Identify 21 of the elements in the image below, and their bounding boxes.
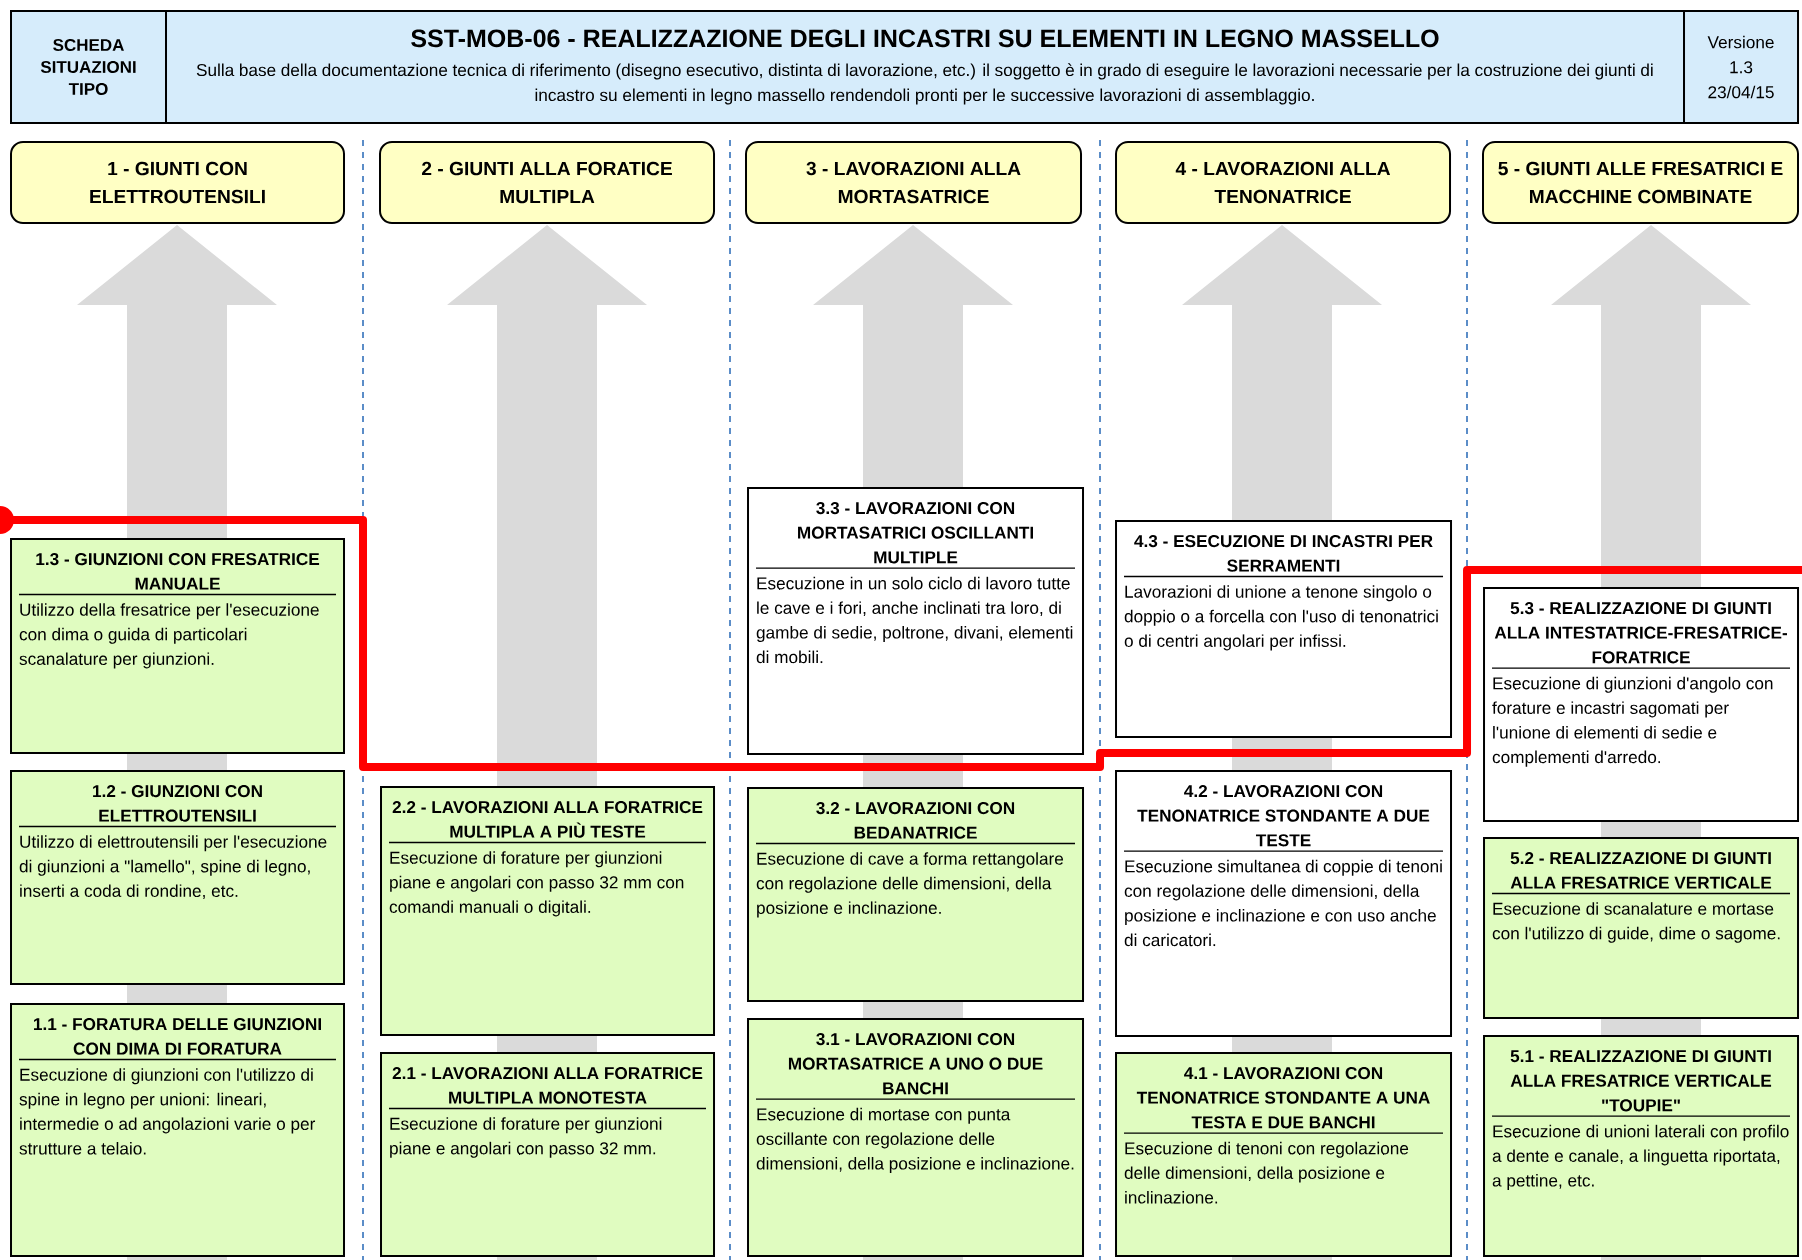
header-cell: Versione 1.3 23/04/15 [1683,10,1799,124]
process-box: 5.3 - REALIZZAZIONE DI GIUNTI ALLA INTESTATRICE-FRESATRICE-FORATRICE Esecuzione di giunzioni d'angolo con forature e incastri sagomati per l'unione di elementi di sedie e complementi d'arredo. [1483,587,1799,822]
process-box: 2.1 - LAVORAZIONI ALLA FORATRICE MULTIPLA MONOTESTA Esecuzione di forature per giunzioni piane e angolari con passo 32 mm. [380,1052,715,1257]
header-cell: SCHEDA SITUAZIONI TIPO [10,10,167,124]
column-header: 3 - LAVORAZIONI ALLA MORTASATRICE [745,141,1082,224]
process-box: 5.1 - REALIZZAZIONE DI GIUNTI ALLA FRESATRICE VERTICALE "TOUPIE" Esecuzione di unioni laterali con profilo a dente e canale, a linguetta riportata, a pettine, etc. [1483,1035,1799,1257]
process-box: 2.2 - LAVORAZIONI ALLA FORATRICE MULTIPLA A PIÙ TESTE Esecuzione di forature per giunzioni piane e angolari con passo 32 mm con comandi manuali o digitali. [380,786,715,1036]
column-header: 5 - GIUNTI ALLE FRESATRICI E MACCHINE COMBINATE [1482,141,1799,224]
column-header: 1 - GIUNTI CON ELETTROUTENSILI [10,141,345,224]
column-header: 2 - GIUNTI ALLA FORATICE MULTIPLA [379,141,715,224]
process-box: 4.3 - ESECUZIONE DI INCASTRI PER SERRAMENTI Lavorazioni di unione a tenone singolo o doppio o a forcella con l'uso di tenonatrici o di centri angolari per infissi. [1115,520,1452,738]
process-box: 3.1 - LAVORAZIONI CON MORTASATRICE A UNO O DUE BANCHI Esecuzione di mortase con punta oscillante con regolazione delle dimensioni, della posizione e inclinazione. [747,1018,1084,1257]
column-header: 4 - LAVORAZIONI ALLA TENONATRICE [1115,141,1451,224]
process-box: 1.2 - GIUNZIONI CON ELETTROUTENSILI Utilizzo di elettroutensili per l'esecuzione di giunzioni a "lamello", spine di legno, inserti a coda di rondine, etc. [10,770,345,985]
process-box: 1.3 - GIUNZIONI CON FRESATRICE MANUALE Utilizzo della fresatrice per l'esecuzione con dima o guida di particolari scanalature per giunzioni. [10,538,345,754]
process-box: 3.2 - LAVORAZIONI CON BEDANATRICE Esecuzione di cave a forma rettangolare con regolazione delle dimensioni, della posizione e inclinazione. [747,787,1084,1002]
process-box: 4.2 - LAVORAZIONI CON TENONATRICE STONDANTE A DUE TESTE Esecuzione simultanea di coppie di tenoni con regolazione delle dimensioni, della posizione e inclinazione e con uso anche di caricatori. [1115,770,1452,1037]
process-box: 3.3 - LAVORAZIONI CON MORTASATRICI OSCILLANTI MULTIPLE Esecuzione in un solo ciclo di lavoro tutte le cave e i fori, anche inclinati tra loro, di gambe di sedie, poltrone, divani, elementi di mobili. [747,487,1084,755]
process-box: 1.1 - FORATURA DELLE GIUNZIONI CON DIMA DI FORATURA Esecuzione di giunzioni con l'utilizzo di spine in legno per unioni: lineari, intermedie o ad angolazioni varie o per strutture a telaio. [10,1003,345,1257]
process-box: 4.1 - LAVORAZIONI CON TENONATRICE STONDANTE A UNA TESTA E DUE BANCHI Esecuzione di tenoni con regolazione delle dimensioni, della posizione e inclinazione. [1115,1052,1452,1257]
process-box: 5.2 - REALIZZAZIONE DI GIUNTI ALLA FRESATRICE VERTICALE Esecuzione di scanalature e mortase con l'utilizzo di guide, dime o sagome. [1483,837,1799,1019]
